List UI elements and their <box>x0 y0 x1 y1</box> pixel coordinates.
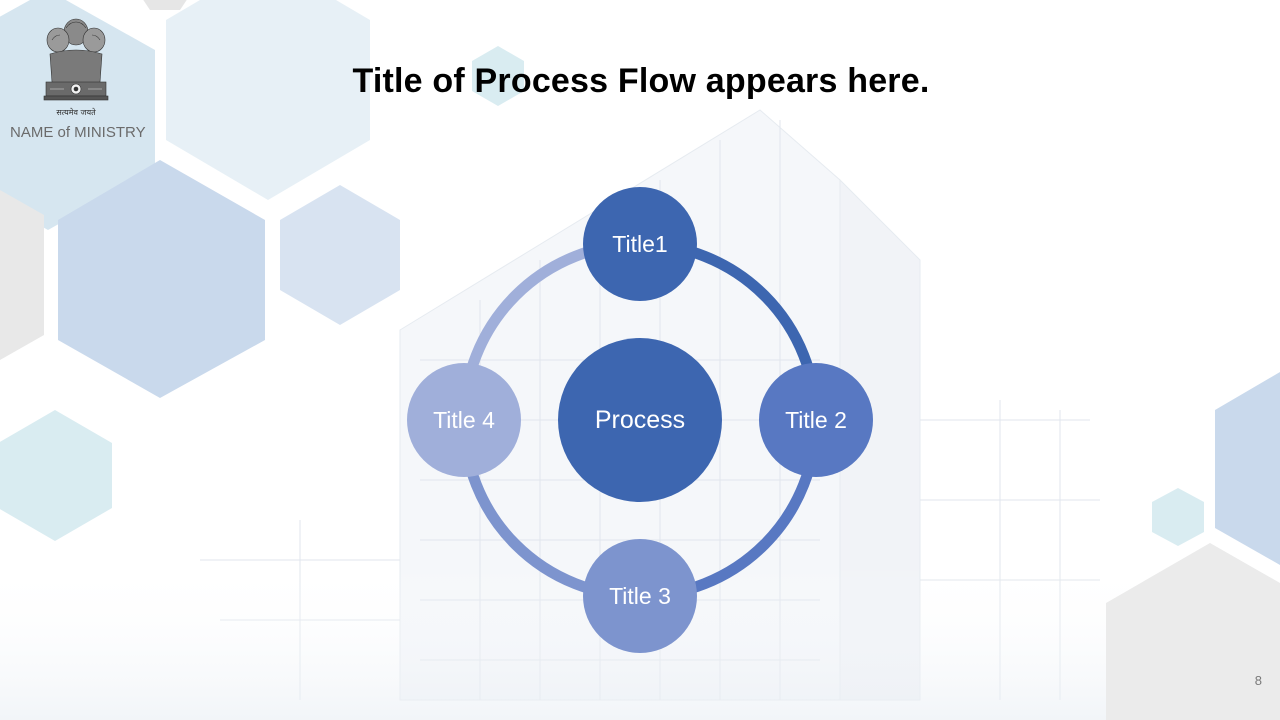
hexagon <box>0 190 44 360</box>
cycle-node-title1: Title1 <box>583 187 697 301</box>
national-emblem-icon: सत्यमेव जयते <box>43 18 109 117</box>
page-number: 8 <box>1254 673 1262 688</box>
ministry-name: NAME of MINISTRY <box>10 124 146 141</box>
cycle-node-title-2: Title 2 <box>759 363 873 477</box>
process-center-label: Process <box>594 405 686 434</box>
cycle-node-title-4: Title 4 <box>407 363 521 477</box>
hexagon <box>0 410 112 541</box>
process-center-node: Process <box>558 338 722 502</box>
hexagon <box>472 46 524 106</box>
hexagon <box>143 0 187 10</box>
hexagon <box>1106 543 1280 720</box>
cycle-node-label: Title1 <box>612 230 668 257</box>
hexagon <box>58 160 265 398</box>
svg-text:सत्यमेव जयते: सत्यमेव जयते <box>56 107 96 117</box>
slide-title: Title of Process Flow appears here. <box>352 62 930 100</box>
hexagon <box>1152 488 1204 546</box>
hexagon <box>1215 372 1280 565</box>
hexagon <box>280 185 400 325</box>
cycle-node-label: Title 3 <box>609 582 671 609</box>
hexagon <box>166 0 370 200</box>
cycle-node-title-3: Title 3 <box>583 539 697 653</box>
cycle-node-label: Title 2 <box>785 406 847 433</box>
cycle-node-label: Title 4 <box>433 406 495 433</box>
hexagon <box>0 0 155 230</box>
